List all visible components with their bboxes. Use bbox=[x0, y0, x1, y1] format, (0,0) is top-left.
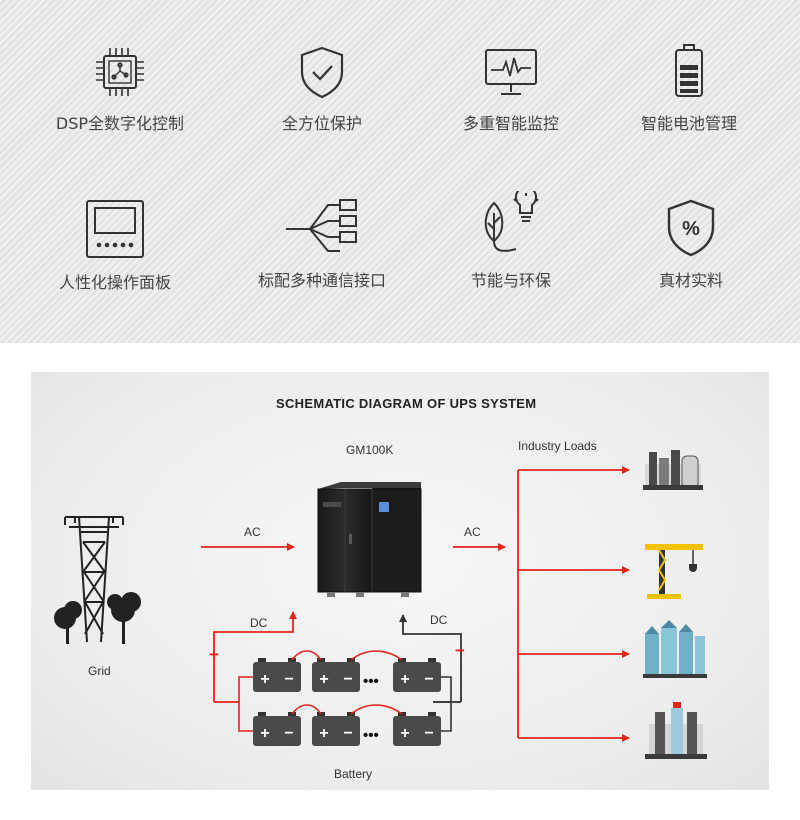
leaf-bulb-icon bbox=[484, 191, 539, 252]
shield-percent-icon: % bbox=[667, 199, 715, 257]
battery-cell: + − bbox=[312, 658, 360, 692]
grid-label: Grid bbox=[88, 664, 111, 678]
tree-icon bbox=[54, 592, 141, 644]
svg-text:−: − bbox=[343, 725, 352, 742]
loads-bus bbox=[517, 466, 630, 742]
features-panel: DSP全数字化控制 全方位保护 多重智能监控 bbox=[0, 0, 800, 343]
battery-cell: + − bbox=[312, 712, 360, 746]
feature-label: DSP全数字化控制 bbox=[55, 114, 185, 133]
svg-text:+: + bbox=[319, 671, 328, 688]
battery-cell: + − bbox=[393, 658, 441, 692]
feature-label: 智能电池管理 bbox=[640, 114, 737, 133]
factory-icon bbox=[643, 450, 703, 490]
battery-ellipsis: ••• bbox=[363, 673, 379, 690]
feature-protection: 全方位保护 bbox=[222, 42, 422, 134]
feature-panel: 人性化操作面板 bbox=[15, 197, 215, 293]
battery-ellipsis: ••• bbox=[363, 727, 379, 744]
ups-cabinet-icon bbox=[317, 482, 422, 597]
dc-left-line bbox=[213, 611, 297, 703]
battery-cell: + − bbox=[253, 658, 301, 692]
feature-label: 人性化操作面板 bbox=[58, 273, 171, 292]
crane-icon bbox=[645, 544, 703, 599]
ups-model-label: GM100K bbox=[346, 443, 393, 457]
feature-monitoring: 多重智能监控 bbox=[411, 42, 611, 134]
svg-text:−: − bbox=[343, 671, 352, 688]
svg-text:+: + bbox=[260, 671, 269, 688]
plus-sign: + bbox=[209, 645, 219, 664]
svg-text:+: + bbox=[400, 671, 409, 688]
dc-right-label: DC bbox=[430, 613, 448, 627]
buildings-icon bbox=[643, 620, 707, 678]
feature-label: 节能与环保 bbox=[470, 271, 551, 290]
feature-label: 标配多种通信接口 bbox=[257, 271, 386, 290]
dc-left-label: DC bbox=[250, 616, 268, 630]
battery-bank: + − + − ••• + − + − bbox=[238, 650, 452, 746]
power-tower-icon bbox=[64, 516, 124, 643]
svg-text:+: + bbox=[400, 725, 409, 742]
feature-battery: 智能电池管理 bbox=[589, 42, 789, 134]
diagram-title: SCHEMATIC DIAGRAM OF UPS SYSTEM bbox=[276, 396, 536, 411]
feature-label: 全方位保护 bbox=[281, 114, 362, 133]
feature-eco: 节能与环保 bbox=[411, 191, 611, 291]
svg-text:−: − bbox=[424, 725, 433, 742]
ac-output-label: AC bbox=[464, 525, 481, 539]
shield-check-icon bbox=[300, 46, 344, 99]
battery-negative-bus bbox=[433, 676, 452, 732]
monitor-pulse-icon bbox=[485, 49, 537, 95]
svg-text:−: − bbox=[284, 725, 293, 742]
svg-text:+: + bbox=[319, 725, 328, 742]
feature-interfaces: 标配多种通信接口 bbox=[222, 195, 422, 291]
battery-cell: + − bbox=[393, 712, 441, 746]
interface-branch-icon bbox=[286, 199, 357, 252]
chip-icon bbox=[96, 48, 144, 96]
minus-sign: − bbox=[455, 641, 465, 660]
feature-label: 真材实料 bbox=[658, 271, 723, 290]
svg-text:−: − bbox=[424, 671, 433, 688]
svg-text:+: + bbox=[260, 725, 269, 742]
industry-loads-label: Industry Loads bbox=[518, 439, 597, 453]
feature-label: 多重智能监控 bbox=[462, 114, 559, 133]
battery-interconnects bbox=[238, 650, 403, 732]
battery-cell: + − bbox=[253, 712, 301, 746]
battery-label: Battery bbox=[334, 767, 372, 781]
schematic-canvas: SCHEMATIC DIAGRAM OF UPS SYSTEM GM100K I… bbox=[54, 396, 707, 781]
power-plant-icon bbox=[645, 702, 707, 759]
panel-display-icon bbox=[86, 200, 144, 258]
battery-icon bbox=[675, 44, 703, 97]
svg-text:−: − bbox=[284, 671, 293, 688]
svg-text:%: % bbox=[682, 218, 700, 240]
ac-input-label: AC bbox=[244, 525, 261, 539]
feature-dsp: DSP全数字化控制 bbox=[20, 42, 220, 134]
ups-schematic-diagram: SCHEMATIC DIAGRAM OF UPS SYSTEM GM100K I… bbox=[31, 372, 769, 790]
feature-materials: % 真材实料 bbox=[591, 197, 791, 291]
